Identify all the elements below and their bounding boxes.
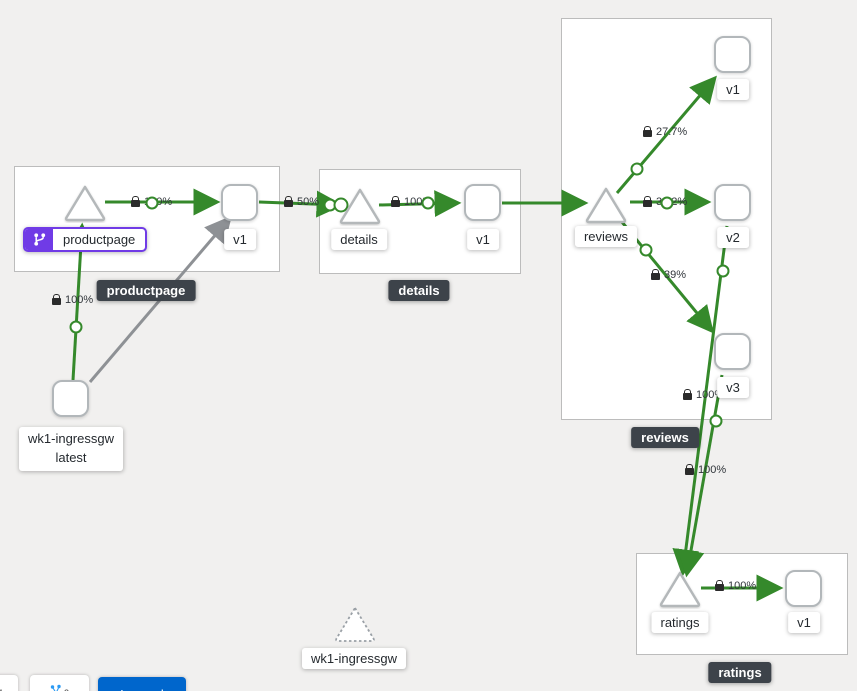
layout-1-button[interactable]: 1: [0, 675, 18, 691]
workload-node-ingressgw[interactable]: [52, 380, 89, 417]
virtual-service-icon: [25, 229, 53, 250]
label-reviews-service[interactable]: reviews: [574, 226, 638, 247]
layout-2-button[interactable]: 2: [30, 675, 89, 691]
label-reviews-v1[interactable]: v1: [717, 79, 749, 100]
edge-reviews-v3-to-ratings[interactable]: [677, 374, 724, 578]
edge-ingress-to-productpage-service[interactable]: [67, 222, 95, 381]
workload-node-details-v1[interactable]: [464, 184, 501, 221]
layout-graph-icon: [50, 684, 62, 691]
idle-service-node-ingressgw[interactable]: [332, 604, 378, 644]
label-ratings-service[interactable]: ratings: [651, 612, 709, 633]
layout-2-number: 2: [64, 688, 69, 691]
edge-waypoint-icon: [660, 196, 674, 210]
edge-waypoint-icon: [69, 320, 83, 334]
service-node-ratings[interactable]: [657, 569, 703, 609]
mtls-lock-icon: [643, 126, 652, 137]
workload-node-reviews-v1[interactable]: [714, 36, 751, 73]
mtls-lock-icon: [683, 389, 692, 400]
edge-waypoint-icon: [145, 196, 159, 210]
workload-node-reviews-v3[interactable]: [714, 333, 751, 370]
workload-node-reviews-v2[interactable]: [714, 184, 751, 221]
ingressgw-version: latest: [55, 449, 87, 465]
ingressgw-name: wk1-ingressgw: [28, 431, 114, 446]
layout-1-number: 1: [0, 688, 4, 691]
edge-label: 100%: [715, 580, 756, 592]
traffic-percent: 100%: [698, 464, 727, 476]
group-badge-details[interactable]: details: [388, 280, 450, 301]
edge-waypoint-icon: [716, 264, 730, 278]
label-ratings-v1[interactable]: v1: [788, 612, 820, 633]
mtls-lock-icon: [391, 196, 400, 207]
label-details-service[interactable]: details: [331, 229, 387, 250]
service-node-reviews[interactable]: [583, 185, 629, 225]
workload-node-ratings-v1[interactable]: [785, 570, 822, 607]
edge-reviews-v2-to-ratings[interactable]: [672, 225, 729, 577]
edge-waypoint-icon: [630, 162, 644, 176]
mtls-lock-icon: [52, 294, 61, 305]
mtls-lock-icon: [284, 196, 293, 207]
traffic-percent: 50%: [297, 196, 320, 208]
traffic-percent: 39%: [664, 269, 687, 281]
productpage-service-label[interactable]: productpage: [23, 227, 148, 252]
legend-button-label: Legend: [120, 687, 163, 691]
mtls-lock-icon: [131, 196, 140, 207]
legend-button[interactable]: Legend: [98, 677, 186, 691]
label-reviews-v3[interactable]: v3: [717, 377, 749, 398]
traffic-percent: 100%: [65, 294, 94, 306]
edge-waypoint-icon: [639, 243, 653, 257]
workload-node-productpage-v1[interactable]: [221, 184, 258, 221]
edge-label: 27.7%: [643, 126, 687, 138]
service-node-details[interactable]: [337, 186, 383, 226]
traffic-percent: 100%: [696, 389, 725, 401]
group-badge-productpage[interactable]: productpage: [96, 280, 196, 301]
label-ingressgw-workload[interactable]: wk1-ingressgw latest: [19, 427, 123, 471]
group-badge-ratings[interactable]: ratings: [708, 662, 772, 683]
traffic-percent: 27.7%: [656, 126, 688, 138]
service-node-productpage[interactable]: [62, 183, 108, 223]
mtls-lock-icon: [685, 464, 694, 475]
edge-waypoint-icon: [421, 196, 435, 210]
label-reviews-v2[interactable]: v2: [717, 227, 749, 248]
edge-label: 100%: [685, 464, 726, 476]
edge-label: 50%: [284, 196, 319, 208]
edge-label: 100%: [683, 389, 724, 401]
edge-waypoint-icon: [709, 414, 723, 428]
label-details-v1[interactable]: v1: [467, 229, 499, 250]
edge-label: 100%: [52, 294, 93, 306]
label-productpage-v1[interactable]: v1: [224, 229, 256, 250]
mtls-lock-icon: [651, 269, 660, 280]
mtls-lock-icon: [643, 196, 652, 207]
traffic-percent: 100%: [728, 580, 757, 592]
group-badge-reviews[interactable]: reviews: [631, 427, 699, 448]
edge-label: 39%: [651, 269, 686, 281]
label-idle-ingressgw-service[interactable]: wk1-ingressgw: [302, 648, 406, 669]
productpage-service-label-text: productpage: [63, 232, 136, 247]
mtls-lock-icon: [715, 580, 724, 591]
